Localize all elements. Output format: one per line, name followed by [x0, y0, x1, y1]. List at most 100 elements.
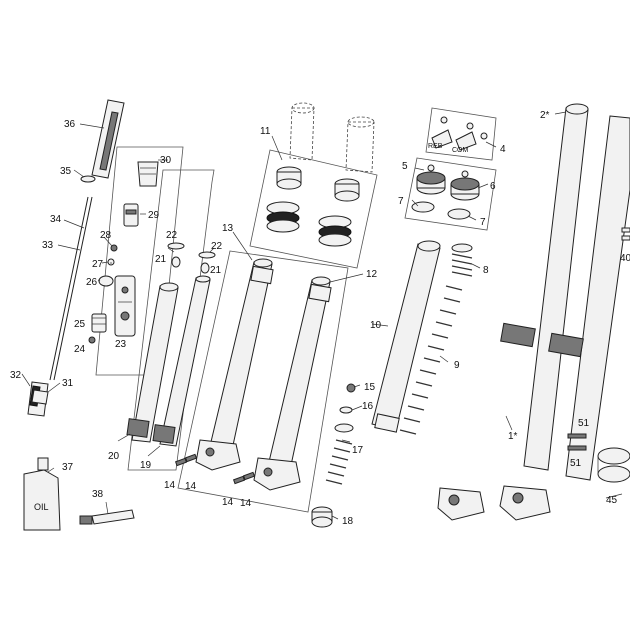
callout-9: 9 [454, 360, 460, 371]
callout-12: 12 [366, 269, 378, 280]
callout-1: 1* [508, 431, 518, 442]
callout-4: 4 [500, 144, 506, 155]
part-11-seals [276, 166, 360, 202]
callout-15: 15 [364, 382, 376, 393]
callout-37: 37 [62, 462, 74, 473]
frame-seals-group [249, 149, 378, 269]
callout-14-d: 14 [240, 498, 252, 509]
part-37-oil-bottle: OIL [23, 457, 61, 531]
part-4-adjusters [431, 116, 488, 151]
part-18-base-valve [311, 506, 333, 528]
part-16-washer [339, 406, 353, 414]
callout-22-right: 22 [211, 241, 223, 252]
part-33-rod [53, 196, 93, 381]
frame-cap-labels-group [425, 107, 497, 161]
part-11-bushings-springs [266, 201, 352, 247]
callout-36: 36 [64, 119, 76, 130]
part-20-inner-tube [126, 282, 179, 443]
part-21-clip-left [171, 256, 181, 268]
part-14-screws [174, 453, 256, 485]
part-36-cartridge-outer [79, 99, 125, 179]
callout-14-c: 14 [222, 497, 234, 508]
callout-21-right: 21 [210, 265, 222, 276]
callout-7-right: 7 [480, 217, 486, 228]
part-12-fork-leg [253, 276, 332, 491]
callout-13: 13 [222, 223, 234, 234]
part-51-bolts [567, 433, 587, 451]
part-25-shims [91, 313, 107, 333]
tag-reb: REB [428, 143, 443, 150]
callout-26: 26 [86, 277, 98, 288]
part-15-nut [346, 383, 356, 393]
part-21-clip-right [200, 262, 210, 274]
part-23-valve-body [114, 275, 136, 337]
part-28-27-small-parts [101, 236, 118, 266]
part-19-inner-tube [152, 275, 211, 447]
callout-5: 5 [402, 161, 408, 172]
part-17-spring [325, 423, 354, 485]
callout-38: 38 [92, 489, 104, 500]
callout-2: 2* [540, 110, 550, 121]
part-7-oring-left [411, 201, 435, 213]
callout-27: 27 [92, 259, 104, 270]
part-8-spring [451, 243, 473, 277]
callout-8: 8 [483, 265, 489, 276]
callout-34: 34 [50, 214, 62, 225]
part-11-upper-tubes-dashed [289, 102, 375, 173]
callout-7-left: 7 [398, 196, 404, 207]
part-5-cap-reb [416, 164, 446, 195]
callout-51-top: 51 [578, 418, 590, 429]
callout-16: 16 [362, 401, 374, 412]
part-1-lower-legs [437, 485, 551, 521]
callout-45: 45 [606, 495, 618, 506]
callout-31: 31 [62, 378, 74, 389]
part-30-top-nut [137, 159, 168, 187]
callout-51-bottom: 51 [570, 458, 582, 469]
callout-10: 10 [370, 320, 382, 331]
callout-20: 20 [108, 451, 120, 462]
callout-17: 17 [352, 445, 364, 456]
callout-29: 29 [148, 210, 160, 221]
callout-33: 33 [42, 240, 54, 251]
part-40-parts [621, 227, 630, 241]
callout-11: 11 [260, 126, 271, 137]
part-10-tube [371, 240, 441, 433]
part-2-outer-tube [500, 103, 630, 481]
callout-32: 32 [10, 370, 22, 381]
part-22-ring-left [167, 242, 185, 250]
frame-legs-group [177, 250, 349, 513]
part-6-cap-com [450, 170, 480, 201]
part-22-ring-right [198, 251, 216, 259]
callout-25: 25 [74, 319, 86, 330]
oil-label: OIL [34, 502, 49, 512]
part-13-fork-leg [195, 258, 274, 471]
part-7-oring-right [447, 208, 471, 220]
part-38-grease-tube [79, 509, 135, 525]
part-29-valve [123, 203, 146, 227]
callout-23: 23 [115, 339, 127, 350]
part-35-ring [80, 175, 96, 183]
part-26-piston [97, 275, 114, 287]
callout-14-a: 14 [164, 480, 176, 491]
callout-40: 40 [620, 253, 630, 264]
callout-28: 28 [100, 230, 112, 241]
callout-24: 24 [74, 344, 86, 355]
callout-30: 30 [160, 155, 172, 166]
callout-22-left: 22 [166, 230, 178, 241]
callout-21-left: 21 [155, 254, 167, 265]
part-34-rod [49, 196, 89, 381]
tag-com: COM [452, 147, 469, 154]
leader-lines [47, 111, 567, 520]
callout-14-b: 14 [185, 481, 197, 492]
callout-labels: 36 35 34 33 32 31 30 29 28 27 26 25 24 2… [10, 110, 630, 527]
callout-19: 19 [140, 460, 152, 471]
callout-35: 35 [60, 166, 72, 177]
callout-6: 6 [490, 181, 496, 192]
part-24-nut [88, 336, 96, 344]
callout-18: 18 [342, 516, 354, 527]
part-9-main-spring [399, 285, 463, 435]
part-45-clamp [597, 447, 630, 483]
part-31-32-rod-ends [27, 381, 49, 417]
frame-caps-group [404, 157, 497, 231]
